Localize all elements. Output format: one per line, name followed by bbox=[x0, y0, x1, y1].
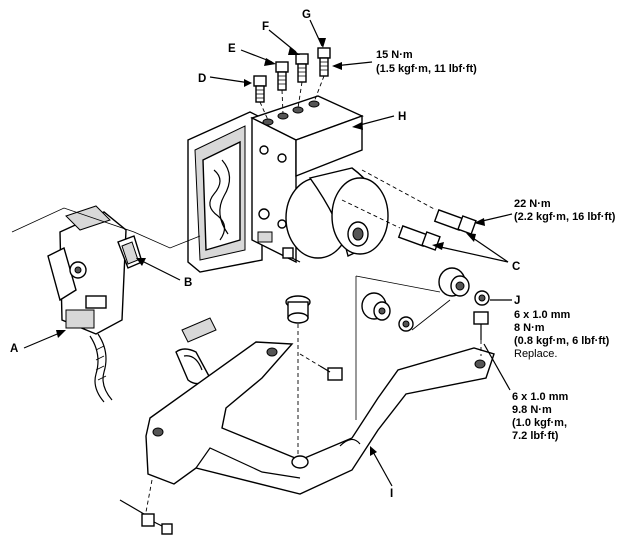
connector-b-latch bbox=[117, 235, 143, 269]
spec-j: 6 x 1.0 mm 8 N·m (0.8 kgf·m, 6 lbf·ft) R… bbox=[514, 309, 610, 360]
label-j: J bbox=[514, 295, 520, 307]
torque-g-line1: 15 N·m bbox=[376, 49, 413, 61]
label-c: C bbox=[512, 261, 520, 273]
spec-j-line4: Replace. bbox=[514, 348, 557, 360]
fitting-c-upper bbox=[361, 169, 477, 235]
mounting-bracket-i bbox=[145, 341, 495, 495]
flare-nut-d bbox=[253, 75, 267, 103]
label-b: B bbox=[184, 277, 192, 289]
spec-j-line2: 8 N·m bbox=[514, 322, 545, 334]
flare-nut-f bbox=[295, 53, 309, 83]
bracket-bolt-right bbox=[473, 311, 489, 356]
label-h: H bbox=[398, 111, 406, 123]
collar-j bbox=[474, 290, 490, 306]
mount-grommet-right bbox=[438, 267, 470, 297]
leader-lines bbox=[23, 19, 513, 515]
torque-spec-c: 22 N·m (2.2 kgf·m, 16 lbf·ft) bbox=[514, 198, 616, 223]
mount-grommet-middle bbox=[361, 292, 414, 332]
spec-bolt-line1: 6 x 1.0 mm bbox=[512, 391, 568, 403]
mount-grommet-bottom bbox=[285, 295, 311, 462]
connector-a bbox=[47, 205, 127, 403]
label-i: I bbox=[390, 488, 393, 500]
flare-nut-g bbox=[317, 47, 331, 77]
torque-c-line2: (2.2 kgf·m, 16 lbf·ft) bbox=[514, 211, 616, 223]
spec-bolt-line2: 9.8 N·m bbox=[512, 404, 552, 416]
spec-bolt-line3: (1.0 kgf·m, bbox=[512, 417, 567, 429]
spec-j-line3: (0.8 kgf·m, 6 lbf·ft) bbox=[514, 335, 610, 347]
label-a: A bbox=[10, 343, 18, 355]
label-g: G bbox=[302, 9, 311, 21]
grommet-guide-lines bbox=[355, 275, 451, 420]
flare-nut-e bbox=[275, 61, 289, 91]
bracket-bolt-lower-left bbox=[141, 479, 173, 535]
torque-g-line2: (1.5 kgf·m, 11 lbf·ft) bbox=[376, 63, 477, 75]
label-f: F bbox=[262, 21, 269, 33]
connector-guide-lines bbox=[11, 207, 201, 249]
bracket-bolt-center bbox=[299, 353, 343, 381]
torque-spec-g: 15 N·m (1.5 kgf·m, 11 lbf·ft) bbox=[376, 49, 477, 75]
fitting-c-lower bbox=[341, 199, 441, 251]
harness-clip bbox=[175, 317, 217, 385]
spec-bolt-line4: 7.2 lbf·ft) bbox=[512, 430, 559, 442]
nut-alignment-lines bbox=[259, 75, 325, 121]
abs-modulator-unit bbox=[187, 95, 389, 273]
torque-c-line1: 22 N·m bbox=[514, 198, 551, 210]
spec-bolt: 6 x 1.0 mm 9.8 N·m (1.0 kgf·m, 7.2 lbf·f… bbox=[512, 391, 568, 442]
label-d: D bbox=[198, 73, 206, 85]
spec-j-line1: 6 x 1.0 mm bbox=[514, 309, 570, 321]
label-e: E bbox=[228, 43, 236, 55]
